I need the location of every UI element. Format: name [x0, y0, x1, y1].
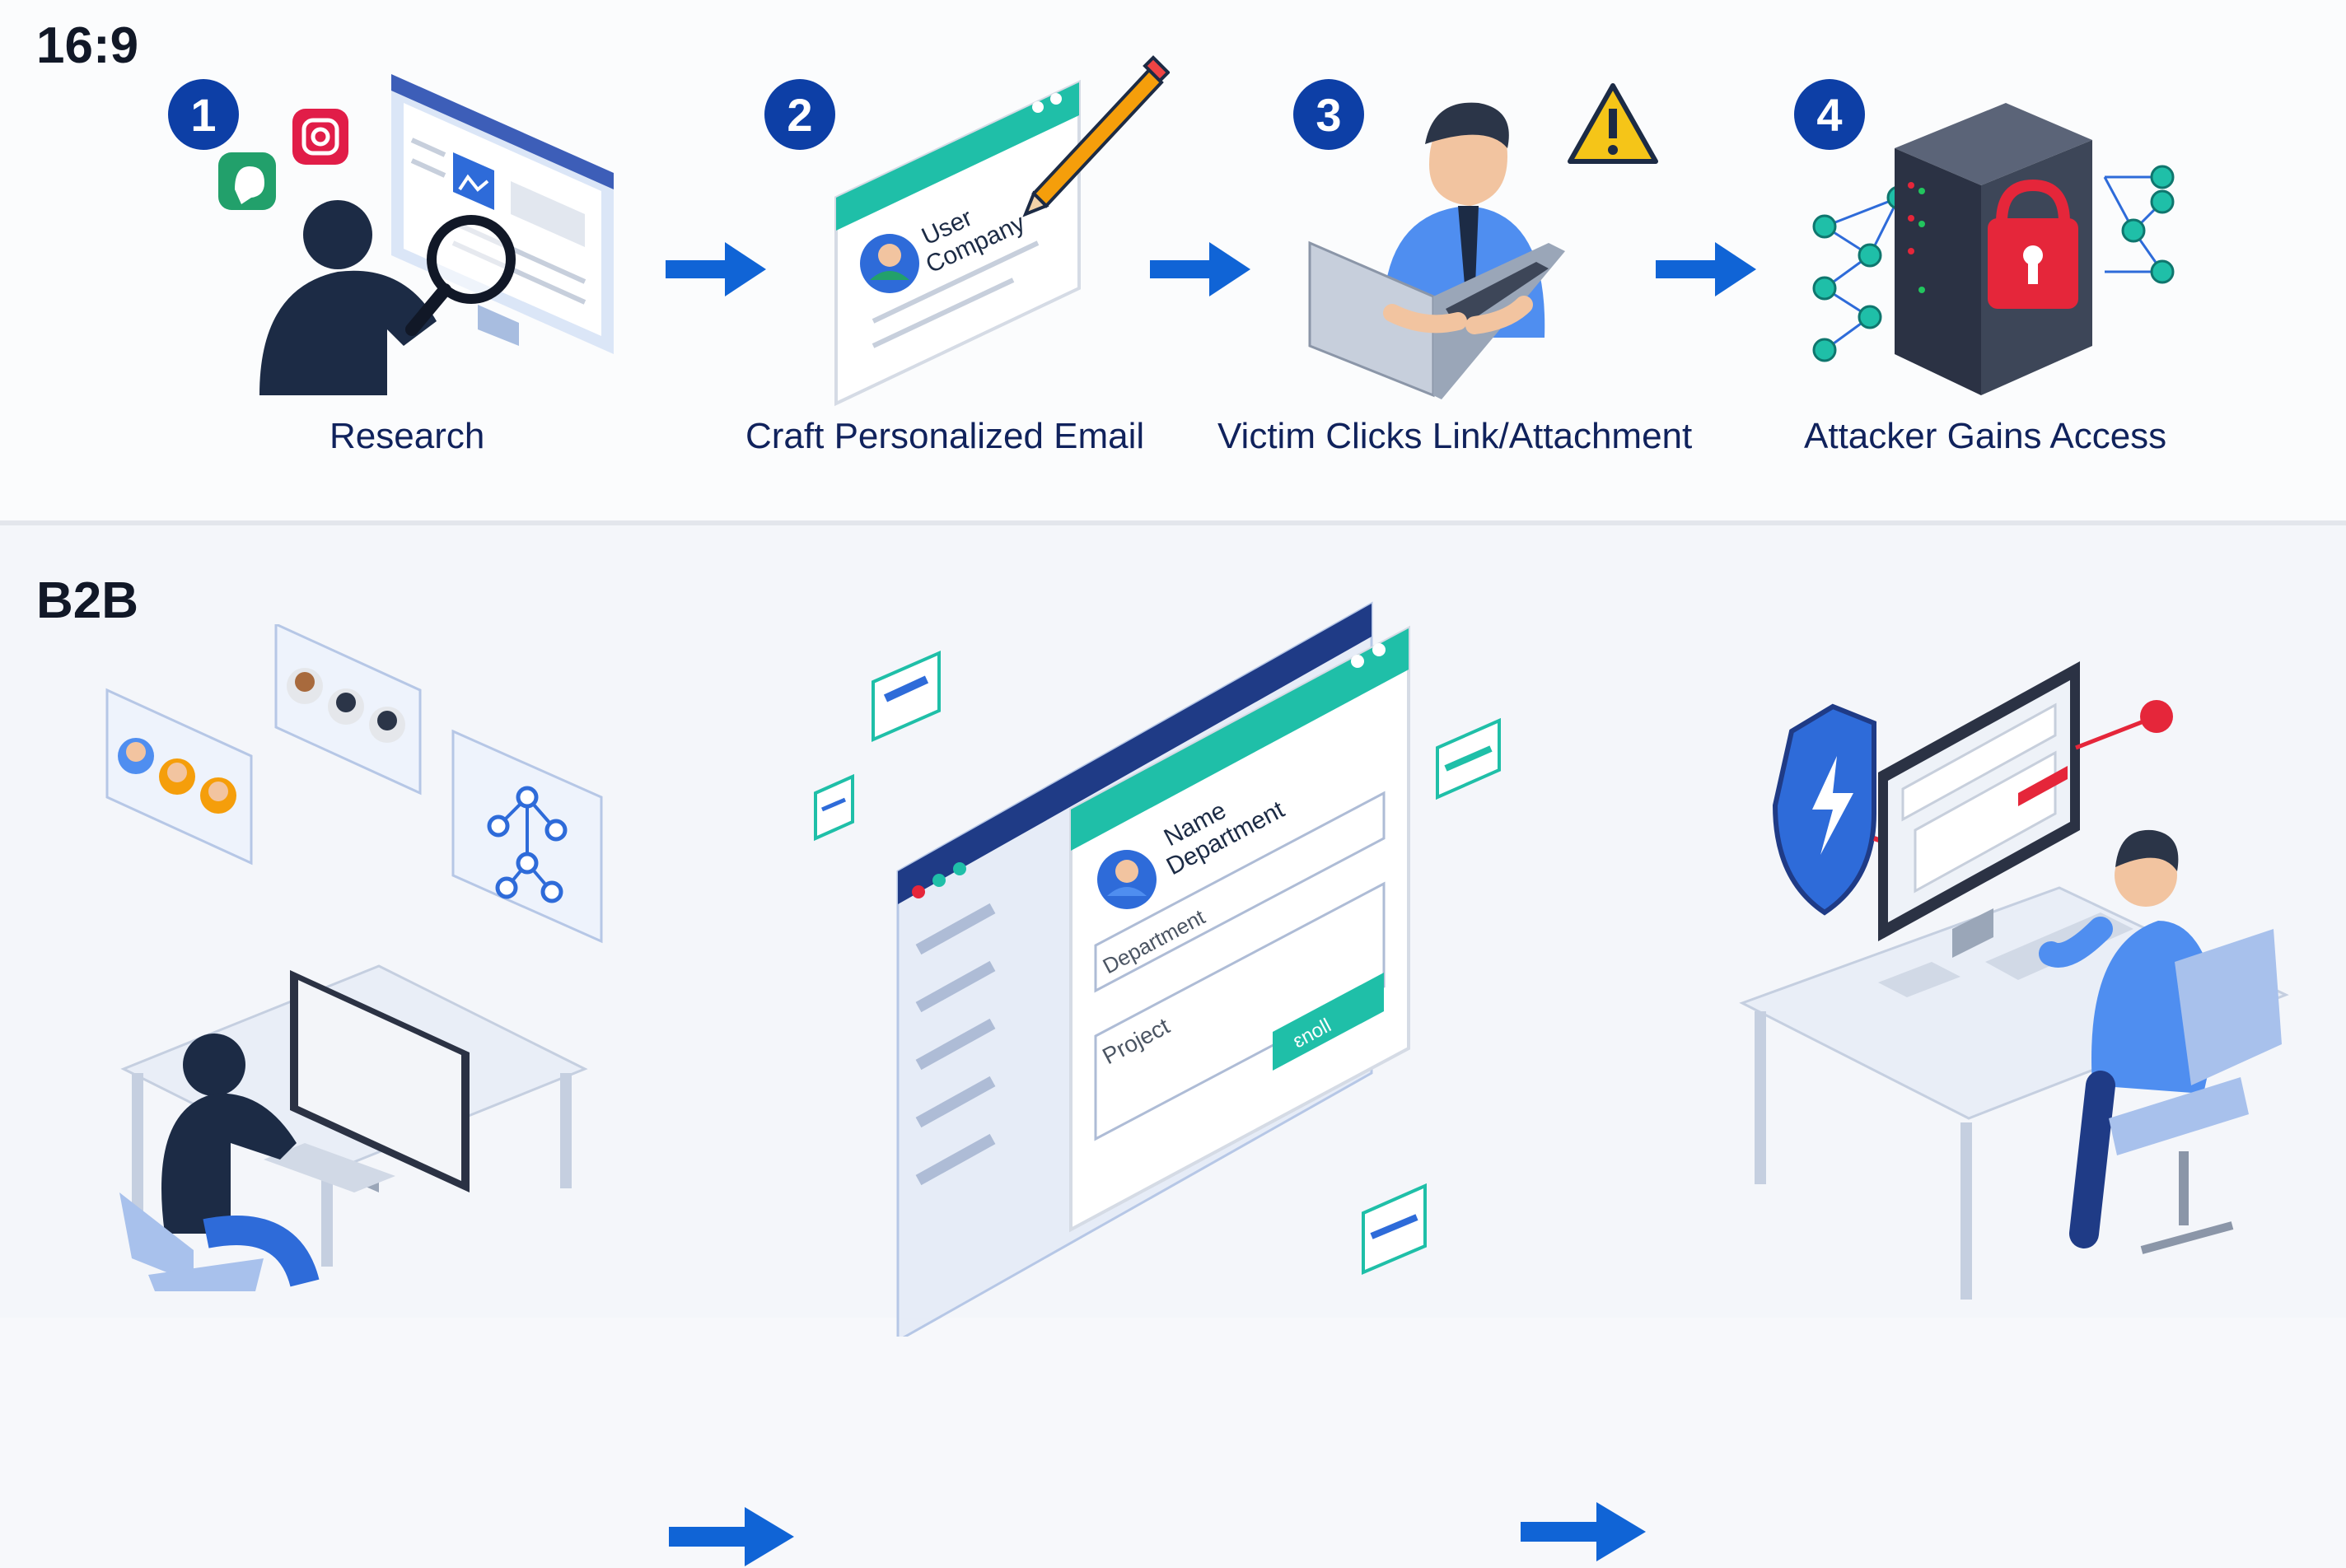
- team-photos-panel-2: [274, 624, 422, 796]
- attacker-access-illustration: [1812, 103, 2175, 395]
- keyboard: [264, 1143, 395, 1192]
- section-label-b2b: B2B: [36, 572, 139, 629]
- arrow-2-to-3: [1150, 242, 1250, 296]
- monitor-icon: [1878, 661, 2080, 958]
- pencil-icon: [1022, 55, 1170, 217]
- step-4-badge: 4: [1794, 79, 1865, 150]
- step-3-label: Victim Clicks Link/Attachment: [1217, 416, 1693, 456]
- office-chair: [119, 1192, 264, 1291]
- step-1-badge: 1: [168, 79, 239, 150]
- victim-illustration: [1308, 83, 1658, 399]
- form-window: Name Department Department Project ɛnoll: [1069, 625, 1410, 1233]
- instagram-icon: [292, 109, 348, 165]
- floating-doc-icon-1: [872, 650, 941, 743]
- arrow-1-to-2: [666, 242, 766, 296]
- step-2-badge: 2: [764, 79, 835, 150]
- section-label-16-9: 16:9: [36, 17, 139, 74]
- step-3-badge: 3: [1293, 79, 1364, 150]
- step-1-label: Research: [329, 416, 485, 456]
- b2b-form-scene: Name Department Department Project ɛnoll: [814, 601, 1501, 1337]
- email-card: User Company: [834, 79, 1081, 407]
- magnifying-glass-icon: [405, 215, 516, 336]
- org-chart-panel: [451, 729, 603, 944]
- step-4-label: Attacker Gains Access: [1804, 416, 2167, 456]
- monitor-icon: [391, 74, 614, 354]
- arrow-scene-1-to-2: [669, 1507, 794, 1566]
- bottom-panel: B2B: [0, 525, 2346, 1566]
- personalized-email-illustration: User Company: [834, 55, 1170, 407]
- shield-lightning-icon: [1772, 703, 1912, 916]
- mouse-pad: [1878, 962, 1960, 997]
- floating-doc-icon-2: [814, 773, 854, 842]
- alert-pin-icon: [2075, 700, 2173, 750]
- arrow-scene-2-to-3: [1521, 1502, 1646, 1561]
- b2b-research-scene: [105, 624, 603, 1291]
- researcher-silhouette: [161, 1034, 297, 1234]
- office-chair: [2109, 929, 2282, 1254]
- submit-button[interactable]: [1273, 973, 1384, 1071]
- floating-doc-icon-4: [1362, 1183, 1427, 1276]
- warning-icon: [1568, 83, 1658, 164]
- chat-app-icon: [218, 152, 276, 210]
- floating-doc-icon-3: [1436, 717, 1501, 800]
- department-field[interactable]: [1094, 791, 1386, 993]
- team-photos-panel-1: [105, 688, 253, 866]
- top-panel: 16:9 1 2 3 4: [0, 0, 2346, 520]
- padlock-icon: [1988, 179, 2078, 309]
- b2b-compromise-scene: [1739, 661, 2289, 1300]
- researcher-silhouette: [259, 200, 437, 395]
- step-2-label: Craft Personalized Email: [745, 416, 1145, 456]
- research-illustration: [218, 74, 614, 395]
- section-divider: [0, 520, 2346, 525]
- arrow-3-to-4: [1656, 242, 1756, 296]
